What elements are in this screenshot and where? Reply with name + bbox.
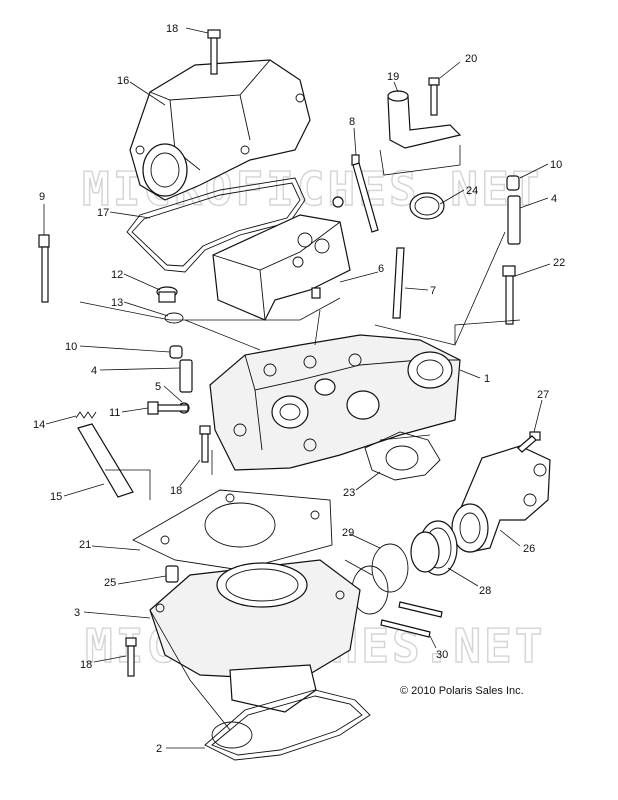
stud-22 — [502, 265, 516, 325]
dowel-6 — [311, 287, 321, 299]
callout-label: 4 — [91, 365, 97, 377]
callout-label: 8 — [349, 116, 355, 128]
callout-label: 15 — [50, 491, 62, 503]
spring-14 — [75, 411, 97, 419]
leader-lines — [43, 27, 551, 749]
stud-7 — [392, 247, 405, 319]
callout-label: 3 — [74, 607, 80, 619]
callout-label: 29 — [342, 527, 354, 539]
callout-label: 12 — [111, 269, 123, 281]
callout-label: 18 — [170, 485, 182, 497]
sleeve-15 — [77, 423, 134, 498]
thermostat-housing — [387, 90, 462, 149]
head-gasket-21 — [132, 489, 333, 571]
callout-label: 13 — [111, 297, 123, 309]
valve-seal-10-left — [169, 345, 183, 359]
valve-cover — [129, 59, 311, 201]
callout-label: 11 — [109, 407, 120, 419]
callout-label: 5 — [155, 381, 161, 393]
bolt-20 — [428, 77, 440, 116]
callout-label: 30 — [436, 649, 448, 661]
valve-guide-4-left — [179, 359, 193, 393]
stud-9 — [38, 234, 50, 303]
callout-label: 1 — [484, 373, 490, 385]
callout-labels: 18 16 19 20 8 10 4 24 9 17 6 7 12 22 13 … — [33, 23, 565, 755]
callout-label: 6 — [378, 263, 384, 275]
callout-label: 28 — [479, 585, 491, 597]
gasket-23 — [364, 431, 441, 481]
cylinder-head — [209, 334, 461, 471]
bolt-18-mid — [199, 425, 211, 463]
cylinder — [149, 559, 361, 713]
cam-carrier — [212, 196, 351, 321]
callout-label: 2 — [156, 743, 162, 755]
valve-seal-10-right — [506, 175, 520, 191]
callout-label: 21 — [79, 539, 91, 551]
callout-label: 20 — [465, 53, 477, 65]
callout-label: 7 — [430, 285, 436, 297]
callout-label: 25 — [104, 577, 116, 589]
clamp-28 — [410, 520, 458, 576]
callout-label: 27 — [537, 389, 549, 401]
callout-label: 4 — [551, 193, 557, 205]
callout-label: 23 — [343, 487, 355, 499]
intake-boot-26 — [451, 445, 551, 553]
bolt-18-top — [207, 29, 221, 75]
o-ring-13 — [164, 312, 184, 324]
callout-label: 18 — [80, 659, 92, 671]
callout-label: 22 — [553, 257, 565, 269]
callout-label: 10 — [65, 341, 77, 353]
callout-label: 18 — [166, 23, 178, 35]
callout-label: 16 — [117, 75, 129, 87]
bolt-18-lower — [125, 637, 137, 677]
copyright-notice: © 2010 Polaris Sales Inc. — [400, 685, 524, 697]
base-gasket-2 — [204, 689, 371, 761]
bolt-27 — [517, 431, 541, 453]
callout-label: 10 — [550, 159, 562, 171]
callout-label: 14 — [33, 419, 45, 431]
valve-guide-4-right — [507, 195, 521, 245]
callout-label: 19 — [387, 71, 399, 83]
dowel-25 — [165, 565, 179, 583]
stud-8 — [351, 154, 379, 233]
callout-label: 9 — [39, 191, 45, 203]
plug-12 — [156, 286, 178, 303]
callout-label: 24 — [466, 185, 478, 197]
callout-label: 17 — [97, 207, 109, 219]
bolts-30 — [380, 601, 443, 638]
callout-label: 26 — [523, 543, 535, 555]
